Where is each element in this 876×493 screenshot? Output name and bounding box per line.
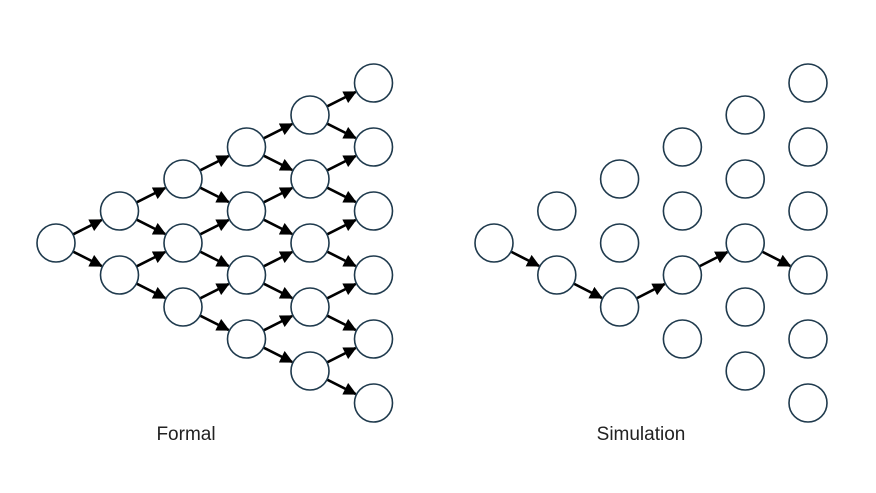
state-node xyxy=(725,95,766,135)
transition-arrow xyxy=(262,122,294,140)
transition-arrow xyxy=(199,314,230,332)
state-node xyxy=(536,255,577,295)
state-node xyxy=(36,223,76,263)
transition-arrow xyxy=(326,122,357,140)
state-node xyxy=(353,319,394,359)
transition-arrow xyxy=(72,250,103,268)
state-node xyxy=(99,255,140,295)
simulation-caption: Simulation xyxy=(596,424,686,445)
state-node xyxy=(226,127,267,167)
transition-arrow xyxy=(698,250,729,268)
state-node xyxy=(163,159,203,199)
transition-arrow xyxy=(262,282,294,300)
transition-arrow xyxy=(262,218,294,236)
state-node xyxy=(788,319,828,359)
transition-arrow xyxy=(199,154,230,172)
state-node xyxy=(662,191,703,231)
state-node xyxy=(353,255,394,295)
transition-arrow xyxy=(262,314,294,332)
transition-arrow xyxy=(573,282,603,300)
transition-arrow xyxy=(326,186,357,204)
state-node xyxy=(599,223,640,263)
state-node xyxy=(290,95,330,135)
transition-arrow xyxy=(326,90,357,108)
transition-arrow xyxy=(199,250,230,268)
state-node xyxy=(290,351,330,391)
transition-arrow xyxy=(262,186,294,204)
transition-arrow xyxy=(135,186,167,204)
state-node xyxy=(662,319,703,359)
state-node xyxy=(599,287,640,327)
state-node xyxy=(474,223,514,263)
transition-arrow xyxy=(199,282,230,300)
formal-arrows xyxy=(72,90,357,396)
state-node xyxy=(599,159,640,199)
transition-arrow xyxy=(326,314,357,332)
formal-caption: Formal xyxy=(156,424,216,445)
state-node xyxy=(788,63,828,103)
state-node xyxy=(353,63,394,103)
state-node xyxy=(788,127,828,167)
state-node xyxy=(662,127,703,167)
state-node xyxy=(725,287,766,327)
state-node xyxy=(353,127,394,167)
transition-arrow xyxy=(326,218,357,236)
transition-arrow xyxy=(326,250,357,268)
state-node xyxy=(226,255,267,295)
state-node xyxy=(163,223,203,263)
transition-arrow xyxy=(326,154,357,172)
transition-arrow xyxy=(635,282,666,300)
transition-arrow xyxy=(72,218,103,236)
transition-arrow xyxy=(326,282,357,300)
state-node xyxy=(353,191,394,231)
transition-arrow xyxy=(135,250,167,268)
simulation-nodes xyxy=(474,63,828,423)
formal-nodes xyxy=(36,63,394,423)
state-node xyxy=(353,383,394,423)
transition-arrow xyxy=(326,378,357,396)
transition-arrow xyxy=(199,186,230,204)
state-node xyxy=(290,287,330,327)
formal-lattice-diagram xyxy=(36,63,394,423)
simulation-path-diagram xyxy=(474,63,828,423)
state-node xyxy=(725,351,766,391)
state-node xyxy=(290,223,330,263)
state-node xyxy=(725,223,766,263)
state-node xyxy=(99,191,140,231)
transition-arrow xyxy=(135,218,167,236)
state-node xyxy=(536,191,577,231)
transition-arrow xyxy=(262,346,294,364)
simulation-path-arrows xyxy=(510,250,792,300)
transition-arrow xyxy=(262,250,294,268)
state-node xyxy=(290,159,330,199)
transition-arrow xyxy=(262,154,294,172)
transition-arrow xyxy=(135,282,167,300)
state-node xyxy=(725,159,766,199)
state-node xyxy=(788,191,828,231)
state-node xyxy=(163,287,203,327)
state-node xyxy=(226,191,267,231)
transition-arrow xyxy=(199,218,230,236)
transition-arrow xyxy=(326,346,357,364)
state-node xyxy=(662,255,703,295)
transition-arrow xyxy=(761,250,792,268)
state-node xyxy=(226,319,267,359)
transition-arrow xyxy=(510,250,541,268)
state-node xyxy=(788,255,828,295)
state-node xyxy=(788,383,828,423)
